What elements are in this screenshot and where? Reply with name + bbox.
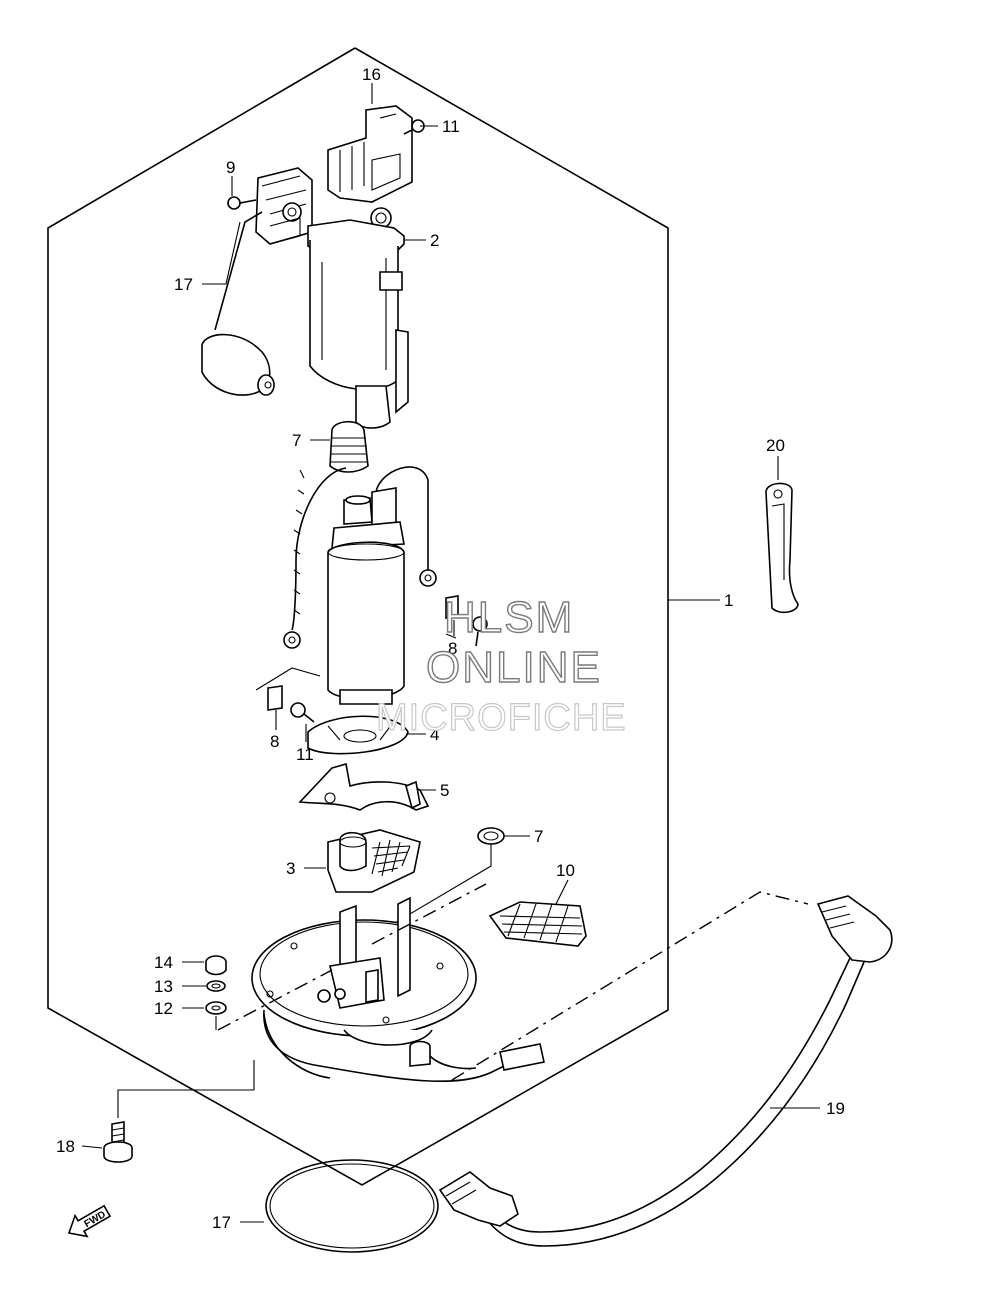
screw-11-left	[290, 702, 315, 723]
fuel-level-sender	[201, 167, 313, 396]
bolt-18	[103, 1060, 255, 1163]
bracket-15	[327, 105, 413, 203]
pump-wire-leads	[283, 466, 437, 649]
fwd-arrow-icon: FWD	[67, 1204, 112, 1238]
pump-base-plate	[251, 896, 477, 1046]
callout-11-top: 11	[442, 117, 460, 136]
callout-12: 12	[154, 999, 173, 1018]
strainer-10	[488, 901, 587, 947]
screw-11-right	[472, 616, 488, 647]
watermark-line3: MICROFICHE	[376, 697, 627, 739]
fuel-hose-19	[438, 895, 893, 1247]
callout-13: 13	[154, 977, 173, 996]
terminal-clip-8-right	[445, 595, 459, 619]
pump-damper	[329, 420, 369, 473]
fuel-strainer	[327, 829, 421, 893]
callout-3: 3	[286, 859, 295, 878]
callout-7: 7	[534, 827, 543, 846]
callout-1: 1	[724, 591, 733, 610]
callout-20: 20	[766, 436, 785, 455]
callout-16: 17	[174, 275, 193, 294]
callout-14: 14	[154, 953, 173, 972]
nut-14	[205, 955, 227, 976]
callout-17: 17	[212, 1213, 231, 1232]
callout-5: 5	[440, 781, 449, 800]
fwd-label: FWD	[83, 1209, 108, 1230]
callout-9: 9	[226, 158, 235, 177]
washer-13	[206, 980, 226, 992]
callout-4: 4	[430, 725, 439, 744]
lock-washer-12	[205, 1001, 227, 1015]
callout-18: 18	[56, 1137, 75, 1156]
callout-11-left: 11	[296, 745, 314, 764]
o-ring-7	[477, 827, 505, 845]
screw-9	[227, 196, 257, 210]
callout-8-right: 8	[448, 639, 457, 658]
pump-holder	[307, 715, 409, 755]
terminal-clip-8-left	[267, 685, 283, 711]
callout-6: 7	[292, 431, 301, 450]
fuel-pump-motor	[327, 487, 405, 705]
gasket-17	[265, 1159, 439, 1253]
watermark-line2: ONLINE	[426, 643, 602, 692]
hose-clamp-20	[765, 482, 799, 614]
callout-19: 19	[826, 1099, 845, 1118]
callout-8-left: 8	[270, 732, 279, 751]
callout-15: 16	[362, 65, 381, 84]
watermark-line1: HLSM	[444, 593, 574, 642]
pump-harness	[263, 1009, 545, 1083]
pump-bracket	[298, 762, 430, 811]
assembly-boundary	[47, 47, 669, 1186]
fuel-filter-housing	[307, 207, 409, 429]
callout-10: 10	[556, 861, 575, 880]
callout-2: 2	[430, 231, 439, 250]
